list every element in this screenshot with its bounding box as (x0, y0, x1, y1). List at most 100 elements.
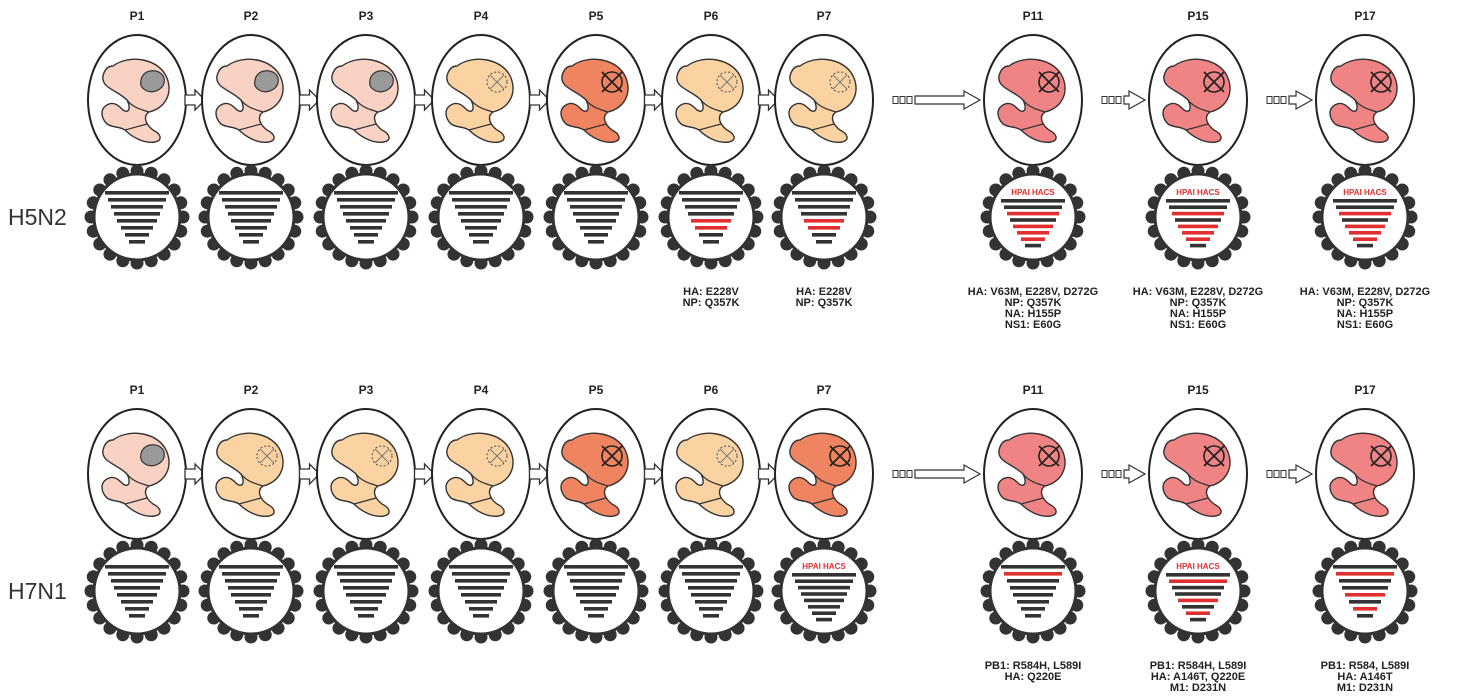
passage-stage: P2 (199, 383, 304, 644)
gene-segment (354, 607, 378, 611)
virion (981, 539, 1086, 644)
gene-segment (1175, 592, 1221, 596)
gene-segment (358, 614, 374, 618)
gene-segment (1013, 225, 1053, 229)
gene-segment (691, 593, 731, 597)
gene-segment (808, 226, 840, 230)
gene-segment (340, 579, 392, 583)
gene-segment (576, 593, 616, 597)
gene-segment (1172, 212, 1224, 216)
gene-segment (105, 191, 169, 195)
mutation-text: NP: Q357K (796, 297, 853, 309)
gene-segment (1004, 205, 1062, 209)
gene-segment (1004, 572, 1062, 576)
gene-segment (1166, 573, 1230, 577)
virion-envelope (94, 174, 180, 260)
gene-segment (1336, 205, 1394, 209)
gene-segment (795, 198, 853, 202)
gene-segment (588, 240, 604, 244)
gene-segment (801, 592, 847, 596)
passage-stage: P1 (85, 383, 190, 644)
gene-segment (1342, 586, 1388, 590)
gene-segment (1349, 600, 1381, 604)
virion-envelope (208, 548, 294, 634)
virion (772, 165, 877, 270)
gene-segment (1001, 565, 1065, 569)
virion-envelope (1322, 548, 1408, 634)
gene-segment (455, 579, 507, 583)
virion (314, 165, 419, 270)
egg (662, 409, 760, 539)
gene-segment (461, 593, 501, 597)
gene-segment (469, 607, 493, 611)
gene-segment (564, 565, 628, 569)
virion-envelope (668, 548, 754, 634)
virion (659, 539, 764, 644)
passage-stage: P5 (544, 9, 649, 270)
passage-label: P3 (359, 9, 374, 23)
virion (659, 165, 764, 270)
gene-segment (114, 212, 160, 216)
virion-envelope (668, 174, 754, 260)
long-passage-arrow (1102, 465, 1145, 483)
gene-segment (682, 572, 740, 576)
gene-segment (1182, 231, 1214, 235)
egg (1316, 409, 1414, 539)
gene-segment (1342, 218, 1388, 222)
virion (199, 165, 304, 270)
gene-segment (354, 233, 378, 237)
passage-label: P17 (1354, 383, 1376, 397)
gene-segment (121, 226, 153, 230)
egg (202, 35, 300, 165)
passage-label: P15 (1187, 383, 1209, 397)
hacs-label: HPAI HACS (1176, 562, 1220, 571)
gene-segment (679, 191, 743, 195)
gene-segment (243, 240, 259, 244)
gene-segment (231, 593, 271, 597)
egg (1149, 35, 1247, 165)
passage-label: P1 (130, 383, 145, 397)
passage-label: P4 (474, 9, 489, 23)
arrow-tail-square (1109, 471, 1114, 478)
gene-segment (239, 607, 263, 611)
gene-segment (1186, 237, 1210, 241)
mutation-text: NS1: E60G (1170, 319, 1226, 331)
arrow-tail-square (907, 471, 912, 478)
virion (429, 539, 534, 644)
passage-label: P17 (1354, 9, 1376, 23)
arrow-tail-square (1274, 97, 1279, 104)
gene-segment (1021, 237, 1045, 241)
virion-envelope (323, 548, 409, 634)
egg (1149, 409, 1247, 539)
passage-label: P5 (589, 383, 604, 397)
virion-envelope (553, 548, 639, 634)
gene-segment (691, 219, 731, 223)
passage-label: P11 (1023, 383, 1044, 397)
mutation-text: NS1: E60G (1337, 319, 1393, 331)
gene-segment (580, 600, 612, 604)
lesion-solid (141, 445, 165, 466)
virion-envelope (781, 174, 867, 260)
gene-segment (455, 205, 507, 209)
gene-segment (125, 233, 149, 237)
passage-stage: P11HPAI HACSHA: V63M, E228V, D272GNP: Q3… (968, 9, 1098, 331)
passage-arrow (1124, 465, 1145, 483)
gene-segment (804, 219, 844, 223)
gene-segment (1333, 565, 1397, 569)
arrow-tail-square (1102, 97, 1107, 104)
gene-segment (231, 219, 271, 223)
gene-segment (1190, 618, 1206, 622)
mutation-text: NS1: E60G (1005, 319, 1061, 331)
gene-segment (235, 226, 267, 230)
passage-stage: P5 (544, 383, 649, 644)
passage-label: P1 (130, 9, 145, 23)
gene-segment (105, 565, 169, 569)
virion: HPAI HACS (772, 539, 877, 644)
long-passage-arrow (893, 91, 980, 109)
gene-segment (343, 212, 389, 216)
passage-stage: P1 (85, 9, 190, 270)
gene-segment (685, 205, 737, 209)
virus-label: H5N2 (8, 204, 67, 230)
egg (984, 409, 1082, 539)
